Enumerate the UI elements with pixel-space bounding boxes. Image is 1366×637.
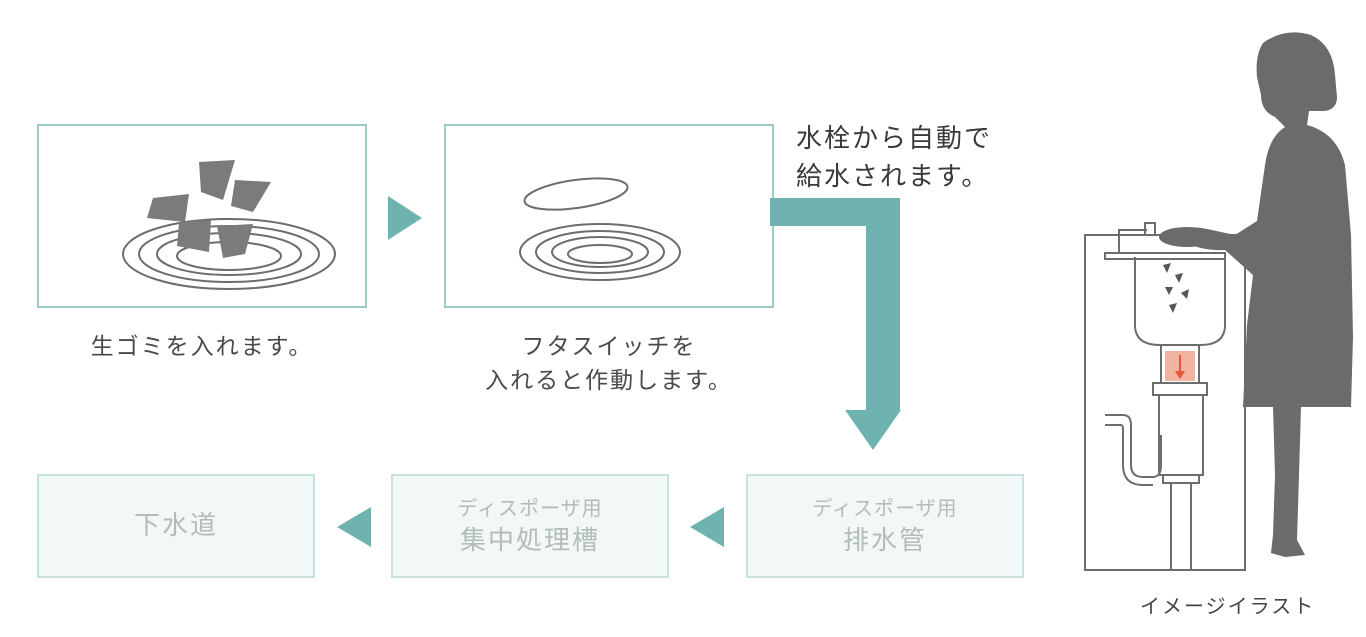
water-note-line1: 水栓から自動で xyxy=(796,124,993,154)
flow-box-drain-pipe-main: 排水管 xyxy=(842,526,927,556)
step1-caption: 生ゴミを入れます。 xyxy=(90,334,314,360)
flow-box-treatment-tank: ディスポーザ用 集中処理槽 xyxy=(391,474,669,578)
arrow-left-icon xyxy=(690,507,724,547)
arrow-right-icon xyxy=(388,196,422,240)
disposer-with-lid-icon xyxy=(519,177,681,281)
water-supply-note: 水栓から自動で 給水されます。 xyxy=(796,120,1036,196)
step2-panel xyxy=(444,124,774,308)
arrow-left-icon xyxy=(337,507,371,547)
disposer-with-waste-icon xyxy=(122,160,336,290)
step2-caption-line1: フタスイッチを xyxy=(521,334,697,360)
flow-box-drain-pipe: ディスポーザ用 排水管 xyxy=(746,474,1024,578)
flow-box-sewer: 下水道 xyxy=(37,474,315,578)
step1-panel xyxy=(37,124,367,308)
flow-box-sewer-main: 下水道 xyxy=(133,511,218,541)
flow-box-treatment-tank-main: 集中処理槽 xyxy=(459,526,600,556)
person-at-sink-illustration xyxy=(1084,32,1353,571)
flow-box-drain-pipe-sub: ディスポーザ用 xyxy=(812,496,958,520)
flow-box-treatment-tank-sub: ディスポーザ用 xyxy=(457,496,603,520)
step2-caption-line2: 入れると作動します。 xyxy=(485,368,733,394)
water-note-line2: 給水されます。 xyxy=(796,162,990,192)
flow-arrow-down-icon xyxy=(770,198,901,450)
illustration-caption: イメージイラスト xyxy=(1140,594,1316,618)
step2-caption: フタスイッチを 入れると作動します。 xyxy=(444,330,774,398)
